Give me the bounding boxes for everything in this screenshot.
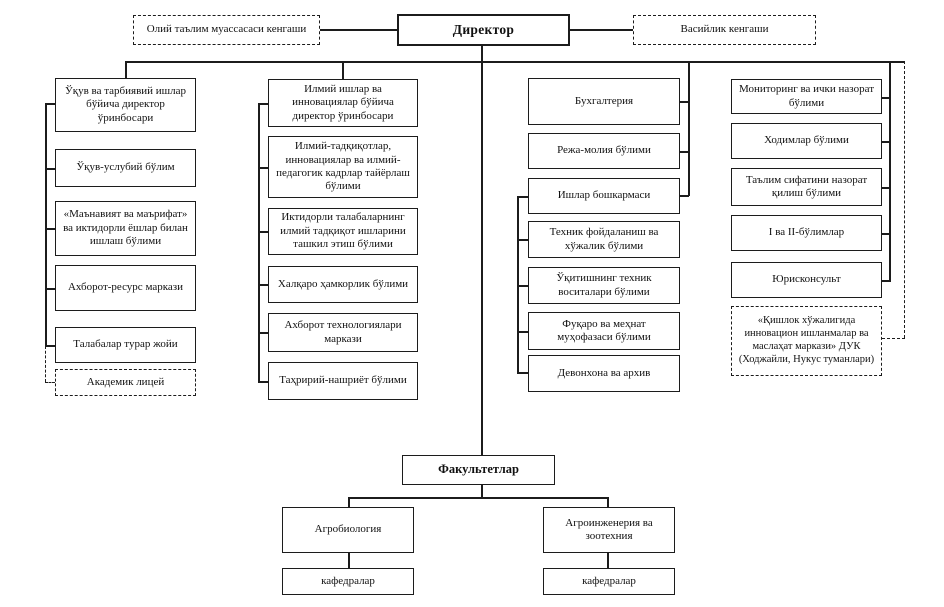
node-director: Директор — [397, 14, 570, 46]
connector-line — [882, 233, 891, 235]
connector-line — [258, 332, 268, 334]
connector-line — [680, 151, 689, 153]
node-spirituality-dept: «Маънавият ва маърифат» ва иктидорли ёшл… — [55, 201, 196, 256]
node-trustee-council: Васийлик кенгаши — [633, 15, 816, 45]
connector-line-dashed — [45, 346, 46, 382]
node-monitoring-internal-control-dept: Мониторинг ва ички назорат бўлими — [731, 79, 882, 114]
node-faculties: Факультетлар — [402, 455, 555, 485]
node-research-innovation-dept: Илмий-тадқиқотлар, инновациялар ва илмий… — [268, 136, 418, 198]
node-methodology-dept: Ўқув-услубий бўлим — [55, 149, 196, 187]
connector-line — [882, 141, 891, 143]
node-agro-innovation-center: «Қишлок хўжалигида инновацион ишланмалар… — [731, 306, 882, 376]
connector-line — [882, 97, 891, 99]
node-civil-labor-protection-dept: Фуқаро ва меҳнат муҳофазаси бўлими — [528, 312, 680, 350]
connector-line — [125, 61, 127, 78]
connector-line — [258, 167, 268, 169]
connector-line — [342, 61, 344, 79]
connector-line — [45, 168, 55, 170]
node-departments-right: кафедралар — [543, 568, 675, 595]
connector-line-dashed — [45, 382, 55, 383]
node-accounting: Бухгалтерия — [528, 78, 680, 125]
connector-line — [481, 485, 483, 497]
connector-line — [517, 196, 519, 373]
connector-line — [348, 497, 350, 507]
node-planning-finance-dept: Режа-молия бўлими — [528, 133, 680, 169]
connector-line — [517, 331, 528, 333]
connector-line — [45, 345, 55, 347]
node-higher-education-council: Олий таълим муассасаси кенгаши — [133, 15, 320, 45]
connector-line — [517, 239, 528, 241]
node-first-second-depts: I ва II-бўлимлар — [731, 215, 882, 251]
node-information-resource-center: Ахборот-ресурс маркази — [55, 265, 196, 311]
connector-line — [882, 187, 891, 189]
connector-line — [45, 103, 55, 105]
node-legal-counsel: Юрисконсульт — [731, 262, 882, 298]
connector-line — [45, 228, 55, 230]
connector-line — [45, 103, 47, 346]
connector-line — [258, 103, 260, 381]
connector-line — [258, 381, 268, 383]
connector-line — [517, 372, 528, 374]
connector-line — [320, 29, 397, 31]
node-departments-left: кафедралар — [282, 568, 414, 595]
connector-line-dashed — [904, 61, 905, 338]
connector-line — [607, 553, 609, 568]
connector-line — [258, 284, 268, 286]
node-education-quality-control-dept: Таълим сифатини назорат қилиш бўлими — [731, 168, 882, 206]
node-deputy-academic: Ўқув ва тарбиявий ишлар бўйича директор … — [55, 78, 196, 132]
connector-line — [517, 285, 528, 287]
connector-line — [882, 280, 891, 282]
node-hr-dept: Ходимлар бўлими — [731, 123, 882, 159]
connector-line — [570, 29, 633, 31]
node-deputy-science: Илмий ишлар ва инновациялар бўйича дирек… — [268, 79, 418, 127]
connector-line — [45, 288, 55, 290]
node-chancery-archive: Девонхона ва архив — [528, 355, 680, 392]
node-technical-maintenance-dept: Техник фойдаланиш ва хўжалик бўлими — [528, 221, 680, 258]
connector-line — [348, 553, 350, 568]
connector-line — [607, 497, 609, 507]
node-faculty-agrobiology: Агробиология — [282, 507, 414, 553]
node-it-center: Ахборот технологиялари маркази — [268, 313, 418, 352]
connector-line — [125, 61, 905, 63]
connector-line — [517, 196, 528, 198]
node-affairs-office: Ишлар бошкармаси — [528, 178, 680, 214]
node-gifted-students-dept: Иктидорли талабаларнинг илмий тадқиқот и… — [268, 208, 418, 255]
connector-line — [680, 195, 689, 197]
node-teaching-equipment-dept: Ўқитишнинг техник воситалари бўлими — [528, 267, 680, 304]
node-academic-lyceum: Академик лицей — [55, 369, 196, 396]
connector-line — [481, 46, 483, 455]
connector-line — [889, 61, 891, 281]
node-student-dormitory: Талабалар турар жойи — [55, 327, 196, 363]
connector-line — [258, 103, 268, 105]
connector-line — [680, 101, 689, 103]
connector-line — [688, 61, 690, 196]
connector-line — [348, 497, 608, 499]
node-faculty-agroengineering: Агроинженерия ва зоотехния — [543, 507, 675, 553]
node-international-cooperation-dept: Халқаро ҳамкорлик бўлими — [268, 266, 418, 303]
node-editorial-publishing-dept: Таҳририй-нашриёт бўлими — [268, 362, 418, 400]
connector-line-dashed — [882, 338, 905, 339]
connector-line — [258, 231, 268, 233]
